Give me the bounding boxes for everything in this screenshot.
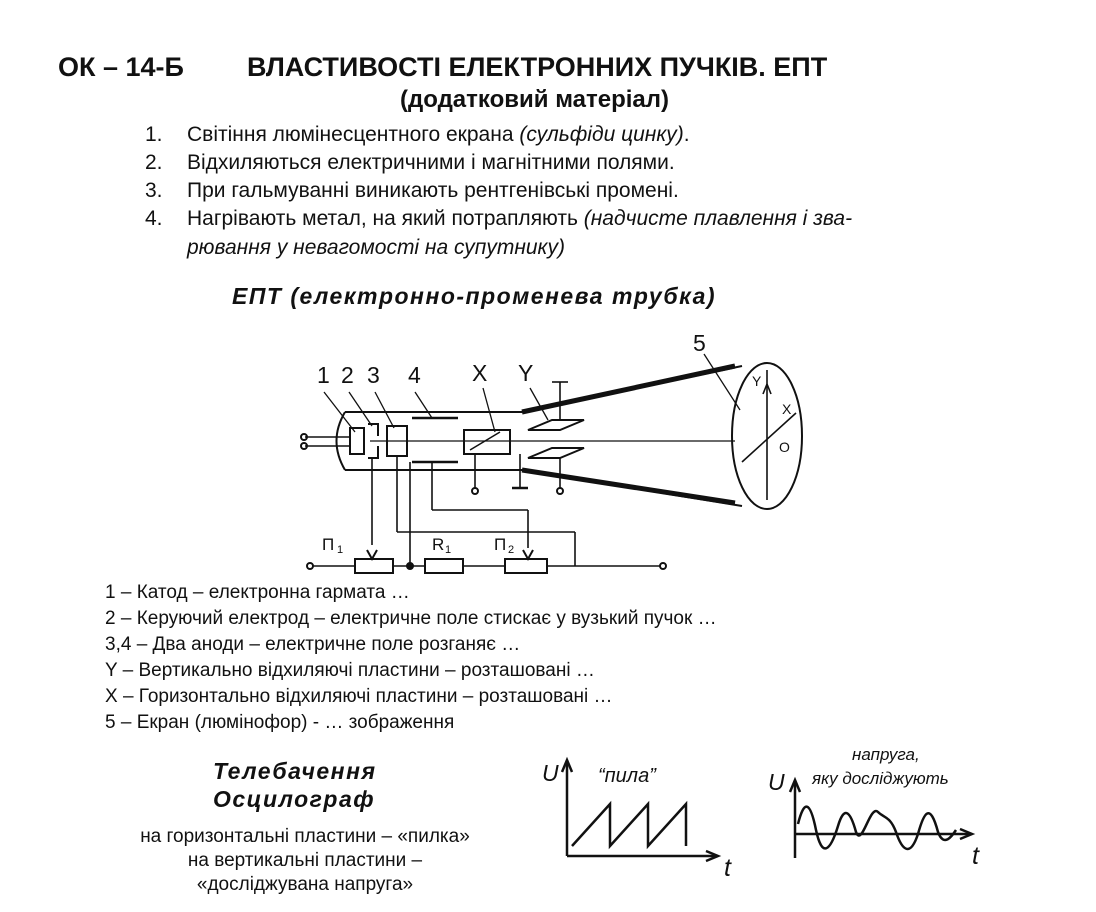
graph2-caption-1: напруга, (852, 745, 920, 764)
crt-title: ЕПТ (електронно-променева трубка) (232, 283, 717, 309)
list-item: 4.Нагрівають метал, на який потрапляють … (145, 207, 852, 231)
label-3: 3 (367, 362, 380, 388)
label-r1-sub: 1 (445, 544, 451, 556)
item-number: 3. (145, 179, 163, 202)
screen-label-o: O (779, 439, 790, 455)
p2-wiper-arrow (522, 549, 534, 562)
graph1-caption: “пила” (598, 765, 657, 787)
item-note-continued: рювання у невагомості на супутнику) (187, 236, 565, 259)
junction-dot (406, 562, 414, 570)
apps-line-3: «досліджувана напруга» (196, 874, 414, 895)
item-text: Відхиляються електричними і магнітними п… (187, 151, 675, 174)
label-5: 5 (693, 330, 706, 356)
y-plate-bottom (527, 447, 585, 459)
x-deflection-assembly (463, 429, 511, 455)
label-y: Y (518, 360, 533, 386)
label-4: 4 (408, 362, 421, 388)
legend-item: 1 – Катод – електронна гармата … (105, 582, 410, 603)
screen-label-x: X (782, 401, 792, 417)
page-subtitle: (додатковий матеріал) (400, 86, 669, 113)
potentiometer-p2 (504, 558, 548, 574)
y-plate-top (527, 419, 585, 431)
graph2-caption-2: яку досліджують (811, 769, 949, 788)
u-axis-arrow (788, 776, 802, 793)
tube-lower-thick (521, 467, 736, 506)
resistor-r1 (424, 558, 464, 574)
lesson-code: ОК – 14-Б (58, 52, 184, 82)
y-terminal (556, 487, 564, 495)
cathode-terminal (300, 433, 308, 441)
list-item: 3. При гальмуванні виникають рентгенівськ… (145, 179, 679, 203)
label-r1: R (432, 535, 444, 554)
legend-item: 3,4 – Два аноди – електричне поле розган… (105, 634, 521, 655)
label-p2-sub: 2 (508, 544, 514, 556)
screen-y-arrow-l (762, 383, 768, 395)
t-axis-arrow (959, 827, 976, 841)
label-1: 1 (317, 362, 330, 388)
pointer-1 (323, 391, 356, 433)
x-plate (469, 431, 501, 451)
label-p1: П (322, 535, 334, 554)
sawtooth-graph: U t “пила” (542, 756, 732, 882)
bus-terminal-right (659, 562, 667, 570)
oscilloscope-heading: Осцилограф (213, 786, 376, 812)
sawtooth-wave (571, 800, 688, 850)
list-item: 2. Відхиляються електричними і магнітними… (145, 151, 675, 175)
legend-item: 5 – Екран (люмінофор) - … зображення (105, 712, 455, 733)
item-note: (сульфіди цинку) (519, 123, 684, 146)
pointer-4 (414, 391, 433, 419)
graph1-u-label: U (542, 760, 559, 786)
label-2: 2 (341, 362, 354, 388)
page-title: ВЛАСТИВОСТІ ЕЛЕКТРОННИХ ПУЧКІВ. ЕПТ (247, 52, 828, 82)
item-tail: . (683, 123, 690, 146)
screen-ellipse (731, 362, 803, 510)
apps-line-1: на горизонтальні пластини – «пилка» (140, 826, 470, 847)
graph2-u-label: U (768, 769, 785, 795)
cathode (349, 427, 365, 455)
pointer-y (529, 387, 549, 421)
graph1-t-label: t (724, 854, 732, 882)
x-terminal (471, 487, 479, 495)
legend-item: Y – Вертикально відхиляючі пластини – ро… (105, 660, 595, 681)
pointer-5 (703, 353, 741, 411)
item-number: 4. (145, 207, 163, 230)
t-axis-arrow (705, 849, 722, 863)
item-number: 1. (145, 123, 163, 146)
item-text: Світіння люмінесцентного екрана (187, 123, 520, 146)
potentiometer-p1 (354, 558, 394, 574)
voltage-graph: U t напруга, яку досліджують (768, 745, 980, 870)
label-p2: П (494, 535, 506, 554)
screen-y-arrow-r (766, 383, 772, 395)
apps-line-2: на вертикальні пластини – (187, 850, 423, 871)
cathode-terminal (300, 442, 308, 450)
item-text: При гальмуванні виникають рентгенівські … (187, 179, 679, 202)
tube-back-end (335, 411, 346, 471)
bus-terminal-left (306, 562, 314, 570)
item-note: (надчисте плавлення і зва- (583, 207, 853, 230)
label-x: X (472, 360, 487, 386)
pointer-3 (374, 391, 395, 429)
tube-upper-thick (521, 363, 736, 415)
legend-item: 2 – Керуючий електрод – електричне поле … (105, 608, 717, 629)
screen-label-y: Y (752, 373, 762, 389)
item-text: Нагрівають метал, на який потрапляють (187, 207, 584, 230)
pointer-2 (348, 391, 373, 427)
tv-heading: Телебачення (213, 758, 377, 784)
list-item: 1. Світіння люмінесцентного екрана (сульф… (145, 123, 690, 147)
item-number: 2. (145, 151, 163, 174)
u-axis-arrow (560, 756, 574, 773)
investigated-wave (796, 805, 958, 850)
screen-x-axis (741, 412, 797, 463)
label-p1-sub: 1 (337, 544, 343, 556)
graph2-t-label: t (972, 842, 980, 870)
pointer-x (482, 387, 496, 433)
p1-wiper-arrow (366, 549, 378, 562)
list-item-continuation: рювання у невагомості на супутнику) (187, 236, 565, 260)
legend-item: X – Горизонтально відхиляючі пластини – … (105, 686, 613, 707)
